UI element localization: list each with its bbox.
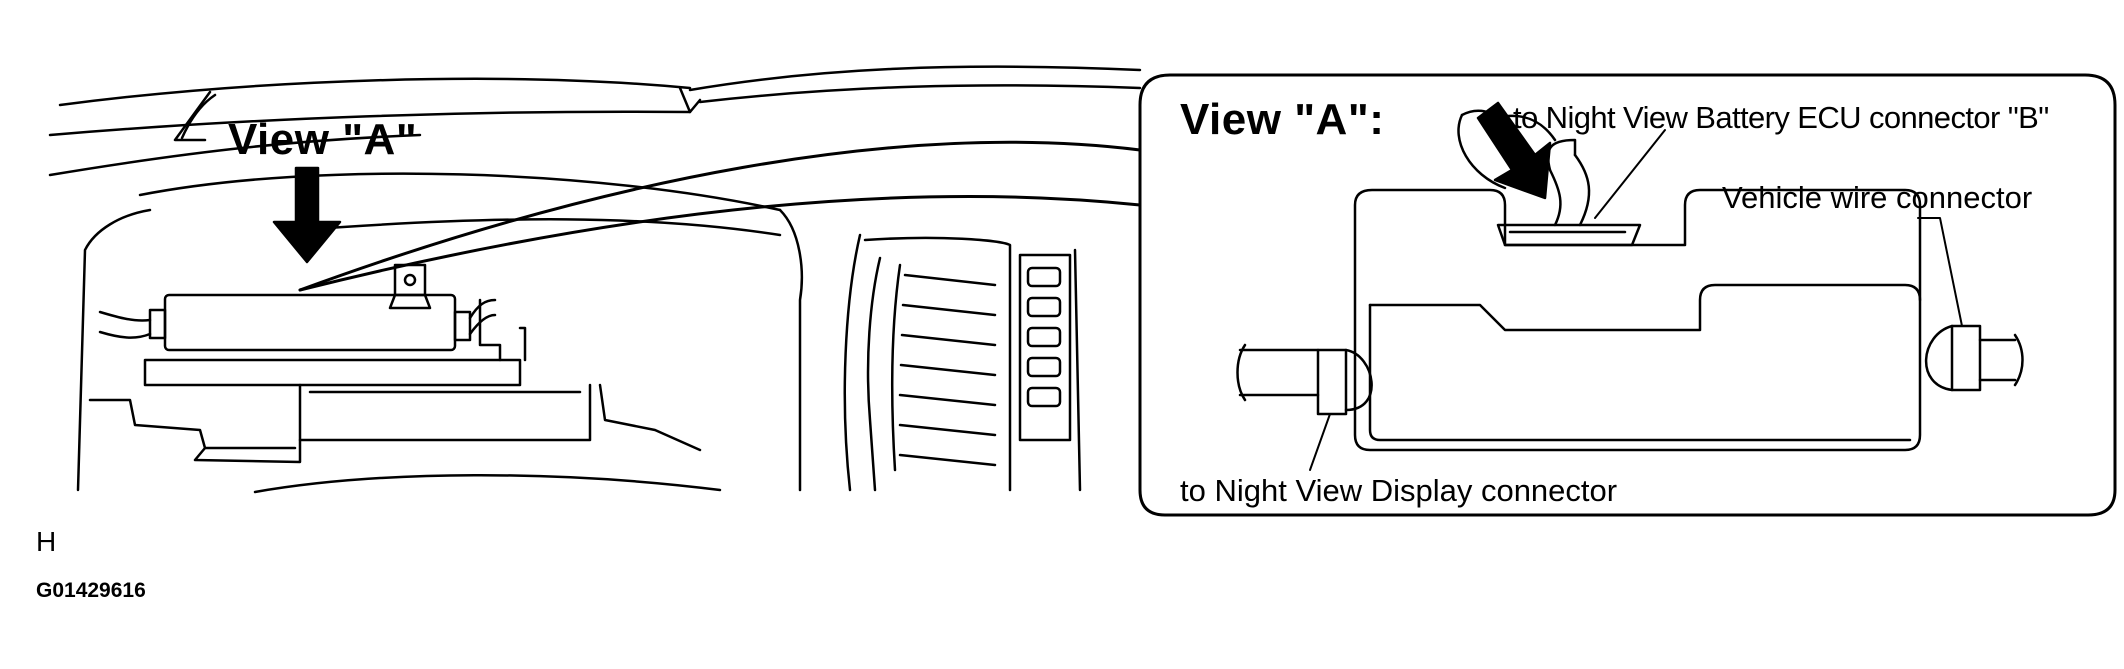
top-connector [1496,223,1642,247]
ecu-right-cable [468,298,497,336]
detail-view [1138,73,2117,517]
ecu-top-bracket [393,263,427,297]
label-battery-ecu-connector: to Night View Battery ECU connector "B" [1513,100,2049,135]
ecu-bracket-hole [403,273,417,287]
footer-letter: H [36,526,57,557]
right-cable [1978,338,2017,382]
dash-top-curve [138,172,782,212]
windshield-line-1 [58,77,692,107]
right-connector [1950,324,1982,392]
lower-bracket-2 [598,383,702,452]
roof-line [688,65,1142,92]
switch-buttons [1026,266,1062,408]
shelf-step-2 [518,326,527,362]
dashboard-overview [48,65,1142,494]
left-view-label: View "A" [228,115,418,164]
pillar-stroke [173,90,212,142]
left-cable-end [1236,343,1247,402]
label-display-connector: to Night View Display connector [1180,473,1618,508]
lower-bracket [298,383,592,442]
ecu-body [1353,188,1922,452]
ecu-box [163,293,457,352]
lower-structure [88,398,297,450]
top-connector-cable [1548,153,1591,227]
right-connector-bulge [1924,324,1954,392]
label-vehicle-wire-connector: Vehicle wire connector [1722,180,2033,215]
ecu-left-cable [98,310,152,339]
shelf-step [478,298,502,362]
pillar-stroke-2 [180,93,217,140]
console-edge [1073,248,1082,492]
lower-base [193,438,302,464]
right-cable-end [2013,333,2024,387]
right-view-label: View "A": [1180,95,1385,144]
roof-line-2 [698,84,1142,104]
switch-column [1018,253,1072,442]
ecu-left-plug [148,308,167,340]
console-edge-2 [843,233,862,492]
left-arrow-icon [272,166,342,264]
ecu-inner-edge [1368,303,1912,442]
top-connector-elbow [1546,138,1577,172]
upper-strip [678,86,702,114]
view-leader-2 [298,194,1142,292]
ecu-shelf [143,358,522,387]
windshield-line-3 [48,133,422,177]
view-leader [298,140,1142,292]
vent-outline [866,256,882,492]
ecu-right-plug [453,310,472,342]
left-connector-bulge [1344,348,1373,412]
left-connector [1316,348,1348,416]
hood-curve [253,474,722,494]
vent-left-edge [891,263,902,472]
right-arrow-icon [1476,101,1552,200]
figure-code: G01429616 [36,579,146,602]
ecu-mount [388,293,432,310]
leader-vehicle-wire [1917,217,1963,327]
hood-outline [76,208,152,492]
windshield-line-2 [48,110,692,137]
left-cable [1238,348,1320,397]
detail-frame [1138,73,2117,517]
dash-top-curve-2 [298,218,782,237]
ecu-inner-panel [1368,283,1922,332]
hood-right [778,208,804,492]
vent-outer [863,236,1012,492]
leader-battery-ecu [1594,129,1666,219]
leader-display [1309,413,1331,471]
vent-slats [898,273,997,467]
